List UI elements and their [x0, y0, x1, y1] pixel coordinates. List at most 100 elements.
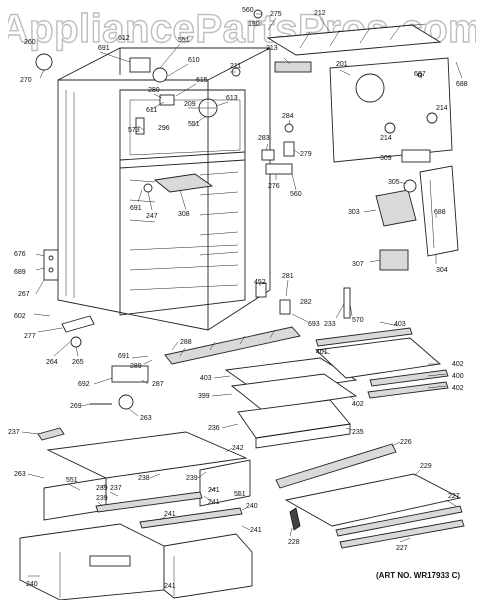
part-label: 613: [226, 95, 238, 102]
refrigerator-cabinet: [43, 47, 271, 331]
toe-grille-288: [164, 326, 301, 365]
shelf-rail-403a: [315, 327, 413, 347]
art-number: (ART NO. WR17933 C): [376, 571, 461, 580]
part-label: 227: [448, 493, 460, 500]
rail-237a: [37, 427, 65, 441]
part-label: 240: [246, 503, 258, 510]
part-label: 403: [394, 321, 406, 328]
part-label: 284: [282, 113, 294, 120]
part-label: 269: [70, 403, 82, 410]
part-label: 693: [308, 321, 320, 328]
part-label: 214: [380, 135, 392, 142]
part-label: 275: [270, 11, 282, 18]
rail-227a: [335, 505, 463, 537]
part-label: 676: [14, 251, 26, 258]
part-label: 615: [196, 77, 208, 84]
part-label: 242: [232, 445, 244, 452]
part-284: [284, 123, 294, 133]
part-label: 283: [258, 135, 270, 142]
part-233: [343, 287, 351, 319]
part-label: 276: [268, 183, 280, 190]
part-label: 308: [178, 211, 190, 218]
part-label: 303: [348, 209, 360, 216]
part-label: 214: [436, 105, 448, 112]
part-label: 401: [316, 349, 328, 356]
part-label: 267: [18, 291, 30, 298]
part-label: 241: [250, 527, 262, 534]
rail-227b: [339, 519, 465, 549]
shelf-rails: [129, 171, 239, 291]
bracket-287: [111, 365, 149, 383]
part-label: 399: [198, 393, 210, 400]
cover-213: [274, 61, 312, 73]
part-label: 612: [118, 35, 130, 42]
shelf-399: [230, 373, 358, 411]
part-label: 296: [158, 125, 170, 132]
part-label: 233: [324, 321, 336, 328]
part-label: 560: [242, 7, 254, 14]
part-label: 241: [164, 511, 176, 518]
part-label: 289: [130, 363, 142, 370]
part-label: 239: [186, 475, 198, 482]
part-label: 551: [234, 491, 246, 498]
part-label: 237: [8, 429, 20, 436]
part-283: [261, 149, 275, 161]
part-label: 691: [118, 353, 130, 360]
part-label: 560: [290, 191, 302, 198]
part-label: 309: [380, 155, 392, 162]
part-label: 307: [352, 261, 364, 268]
crisper-drawer-left: [19, 523, 165, 600]
part-260: [35, 53, 53, 71]
part-label: 688: [456, 81, 468, 88]
part-label: 260: [24, 39, 36, 46]
part-label: 237: [110, 485, 122, 492]
part-label: 402: [452, 385, 464, 392]
part-label: 239: [96, 485, 108, 492]
part-label: 226: [400, 439, 412, 446]
part-label: 211: [230, 63, 241, 70]
part-label: 241: [208, 487, 220, 494]
part-label: 281: [282, 273, 294, 280]
part-label: 452: [254, 279, 266, 286]
part-label: 235: [352, 429, 364, 436]
part-label: 402: [452, 361, 464, 368]
part-label: 263: [140, 415, 152, 422]
rail-402c: [367, 381, 449, 399]
part-label: 692: [78, 381, 90, 388]
part-label: 687: [414, 71, 426, 78]
part-label: 305: [388, 179, 400, 186]
rail-241a: [95, 491, 203, 513]
part-label: 265: [72, 359, 84, 366]
top-shelf-wire: [266, 23, 442, 56]
rail-241b: [139, 507, 243, 529]
part-label: 551: [178, 37, 190, 44]
crisper-drawer-right: [163, 533, 253, 599]
part-label: 241: [164, 583, 176, 590]
part-279: [283, 141, 295, 157]
part-label: 403: [200, 375, 212, 382]
part-452: [255, 282, 267, 298]
part-label: 551: [188, 121, 200, 128]
part-label: 229: [420, 463, 432, 470]
part-label: 270: [20, 77, 32, 84]
drawer-frame-236: [237, 399, 351, 449]
part-label: 689: [14, 269, 26, 276]
thermostat-housing-304: [419, 165, 459, 257]
part-label: 282: [300, 299, 312, 306]
part-label: 264: [46, 359, 58, 366]
rear-panel-201: [329, 57, 453, 163]
part-label: 238: [138, 475, 150, 482]
part-label: 201: [336, 61, 348, 68]
part-label: 277: [24, 333, 36, 340]
glass-shelf-229: [284, 473, 462, 527]
part-label: 212: [314, 10, 326, 17]
part-labels: 560 150 275 212 260 270 691 612 551 610 …: [8, 7, 468, 590]
part-label: 610: [188, 57, 200, 64]
part-label: 573: [128, 127, 140, 134]
part-label: 228: [288, 539, 300, 546]
part-label: 688: [434, 209, 446, 216]
part-label: 400: [452, 373, 464, 380]
part-label: 402: [352, 401, 364, 408]
part-label: 611: [146, 107, 157, 114]
